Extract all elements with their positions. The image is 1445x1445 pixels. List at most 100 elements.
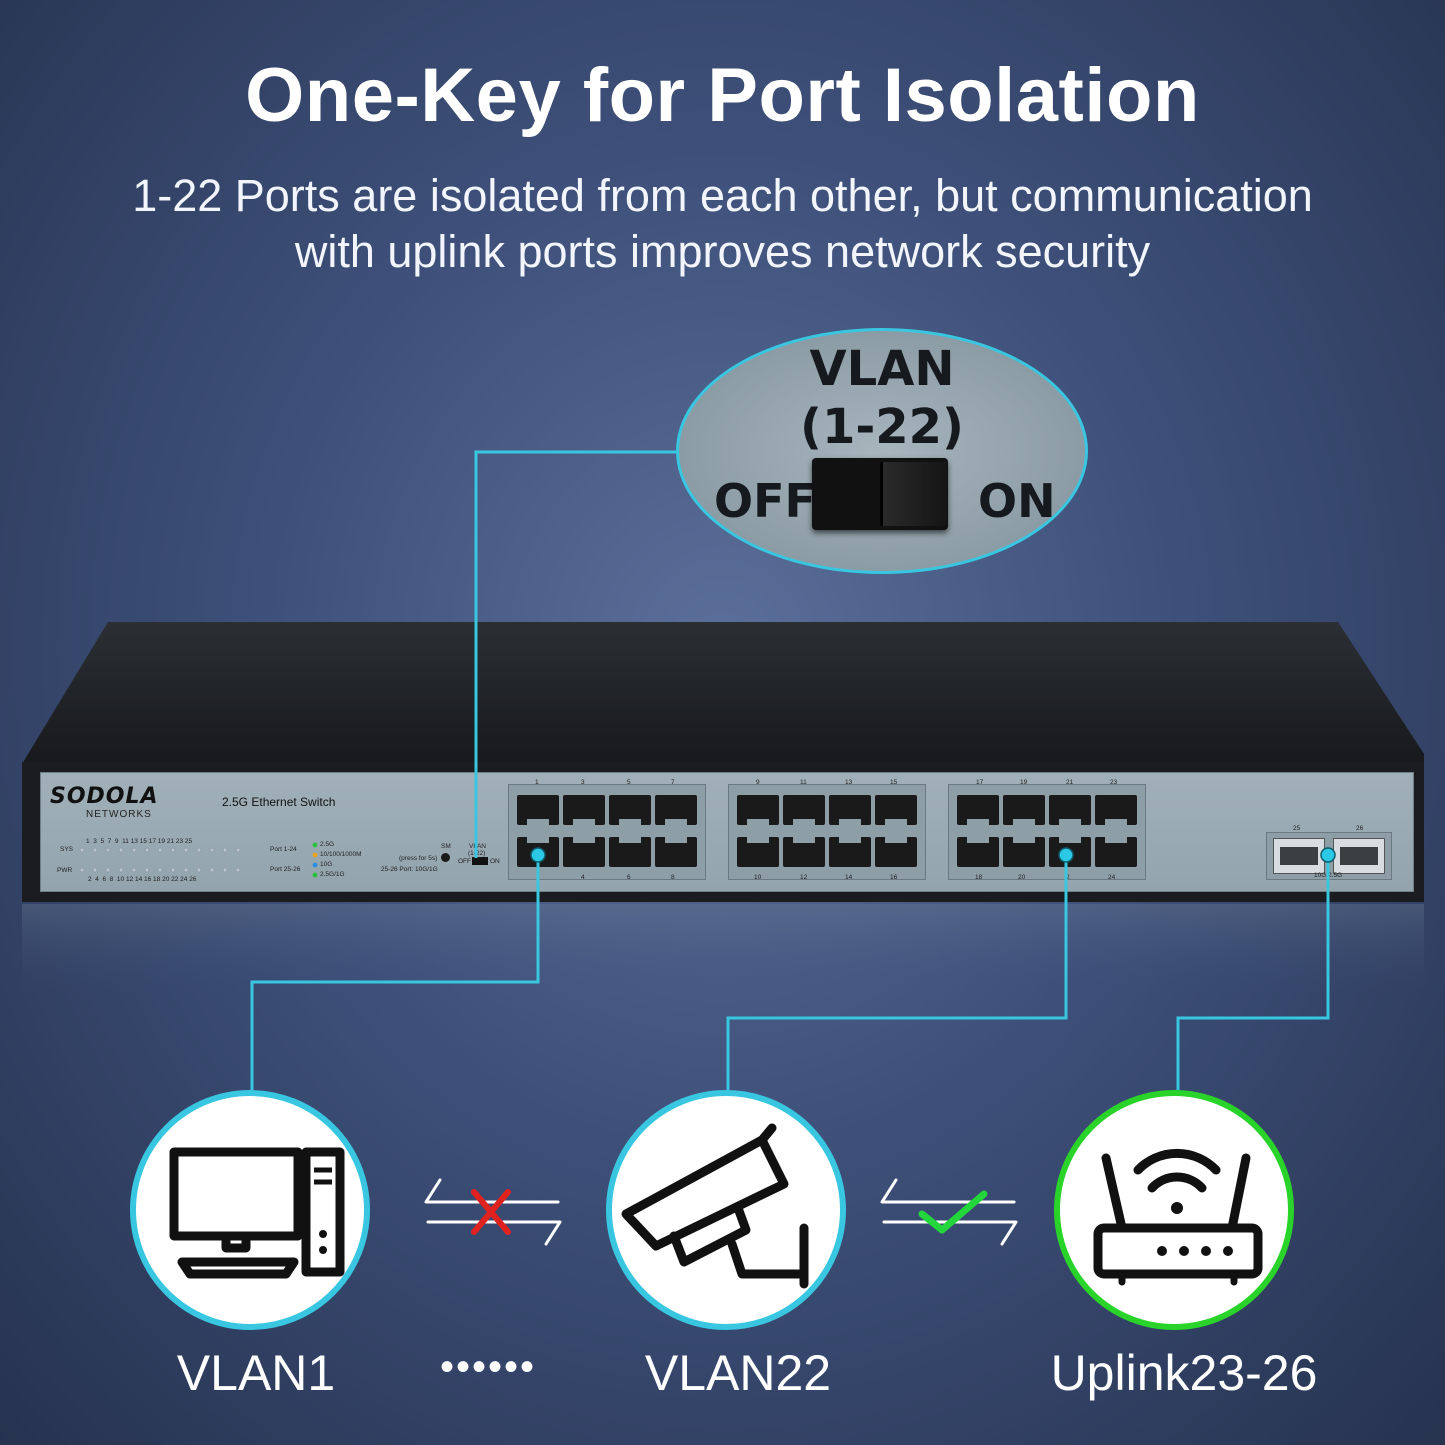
sm-label: SM [441, 843, 451, 850]
port-block-17-24 [948, 784, 1146, 880]
port-number: 11 [800, 779, 807, 786]
port-number: 24 [1108, 874, 1116, 881]
vlan1-label: VLAN1 [176, 1345, 336, 1401]
subtitle-line-2: with uplink ports improves network secur… [294, 226, 1151, 277]
small-vlan-range-label: (1-22) [468, 850, 486, 857]
blocked-arrows-icon [424, 1178, 562, 1246]
rj45-port[interactable] [1095, 795, 1137, 825]
model-label: 2.5G Ethernet Switch [222, 795, 336, 809]
rj45-port[interactable] [609, 795, 651, 825]
uplink-label: Uplink23-26 [1050, 1345, 1318, 1401]
legend-2-5g: 2.5G [320, 841, 335, 848]
rj45-port[interactable] [875, 795, 917, 825]
rj45-port[interactable] [655, 795, 697, 825]
rj45-port[interactable] [517, 837, 559, 867]
sfp-port-speed-label: 25-26 Port: 10G/1G [381, 866, 438, 873]
subtitle-line-1: 1-22 Ports are isolated from each other,… [132, 170, 1313, 221]
port-number: 1 [535, 779, 539, 786]
port-number: 12 [800, 874, 808, 881]
sfp-port[interactable] [1273, 838, 1325, 874]
callout-on-label: ON [978, 474, 1056, 528]
sm-reset-button[interactable] [441, 853, 450, 862]
rj45-port[interactable] [1049, 837, 1091, 867]
port-number: 8 [671, 874, 675, 881]
port-number: 16 [890, 874, 898, 881]
rj45-port[interactable] [957, 837, 999, 867]
port-number: 5 [627, 779, 631, 786]
security-camera-icon [621, 1123, 809, 1289]
callout-off-label: OFF [714, 474, 816, 528]
rj45-port[interactable] [1049, 795, 1091, 825]
legend-2-5g-1g: 2.5G/1G [320, 871, 345, 878]
legend-10g: 10G [320, 861, 333, 868]
legend-port-25-26: Port 25-26 [270, 866, 301, 873]
brand-logo-text: SODOLA [50, 784, 159, 809]
sfp-port[interactable] [1333, 838, 1385, 874]
rj45-port[interactable] [957, 795, 999, 825]
rj45-port[interactable] [563, 837, 605, 867]
port-number: 26 [1356, 825, 1364, 832]
rj45-port[interactable] [829, 795, 871, 825]
vlan22-device-circle [606, 1090, 846, 1330]
legend-10-100-1000m: 10/100/1000M [320, 851, 362, 858]
port-number: 4 [581, 874, 585, 881]
rj45-port[interactable] [783, 837, 825, 867]
callout-title-line-1: VLAN [809, 341, 955, 397]
desktop-computer-icon [169, 1147, 345, 1279]
rj45-port[interactable] [517, 795, 559, 825]
led-bottom-numbers: 2 4 6 8 10 12 14 16 18 20 22 24 26 [88, 876, 197, 883]
legend-led-dots [312, 842, 318, 878]
port-number: 3 [581, 779, 585, 786]
rj45-port[interactable] [563, 795, 605, 825]
port-block-1-8 [508, 784, 706, 880]
port-number: 23 [1110, 779, 1118, 786]
rj45-port[interactable] [1095, 837, 1137, 867]
rj45-port[interactable] [655, 837, 697, 867]
port-number: 21 [1066, 779, 1074, 786]
rj45-port[interactable] [1003, 795, 1045, 825]
small-on-label: ON [490, 858, 500, 865]
port-number: 10 [754, 874, 762, 881]
led-top-numbers: 1 3 5 7 9 11 13 15 17 19 21 23 25 [86, 838, 193, 845]
port-number: 7 [671, 779, 675, 786]
rj45-port[interactable] [1003, 837, 1045, 867]
port-block-9-16 [728, 784, 926, 880]
port-number: 20 [1018, 874, 1026, 881]
port-number: 18 [975, 874, 983, 881]
legend-port-1-24: Port 1-24 [270, 846, 297, 853]
port-number: 25 [1293, 825, 1301, 832]
vlan-callout-bubble [676, 328, 1088, 574]
rj45-port[interactable] [609, 837, 651, 867]
ellipsis-dots: •••••• [440, 1345, 537, 1389]
sfp-speed-label: 10G/2.5G [1314, 872, 1343, 879]
rj45-port[interactable] [829, 837, 871, 867]
rj45-port[interactable] [737, 795, 779, 825]
uplink-device-circle [1054, 1090, 1294, 1330]
small-off-label: OFF [458, 858, 471, 865]
rj45-port[interactable] [783, 795, 825, 825]
wifi-router-icon [1093, 1148, 1263, 1286]
vlan22-label: VLAN22 [644, 1345, 832, 1401]
port-number: 2 [1066, 874, 1070, 881]
pwr-led-label: PWR [57, 867, 73, 874]
brand-subtext: NETWORKS [86, 809, 152, 820]
port-number: 9 [756, 779, 760, 786]
port-number: 15 [890, 779, 898, 786]
port-number: 6 [627, 874, 631, 881]
small-vlan-toggle[interactable] [472, 857, 488, 865]
port-number: 19 [1020, 779, 1028, 786]
port-number: 14 [845, 874, 853, 881]
rj45-port[interactable] [737, 837, 779, 867]
sys-led-label: SYS [60, 846, 74, 853]
press-label: (press for 5s) [399, 855, 438, 862]
led-array [79, 847, 241, 873]
allowed-arrows-icon [880, 1178, 1018, 1246]
callout-title: VLAN (1-22) [676, 340, 1088, 456]
port-number: 13 [845, 779, 853, 786]
vlan-toggle-knob[interactable] [880, 462, 947, 526]
rj45-port[interactable] [875, 837, 917, 867]
port-number: 17 [976, 779, 984, 786]
vlan1-device-circle [130, 1090, 370, 1330]
callout-title-line-2: (1-22) [800, 399, 964, 455]
small-vlan-label: VLAN [469, 843, 486, 850]
